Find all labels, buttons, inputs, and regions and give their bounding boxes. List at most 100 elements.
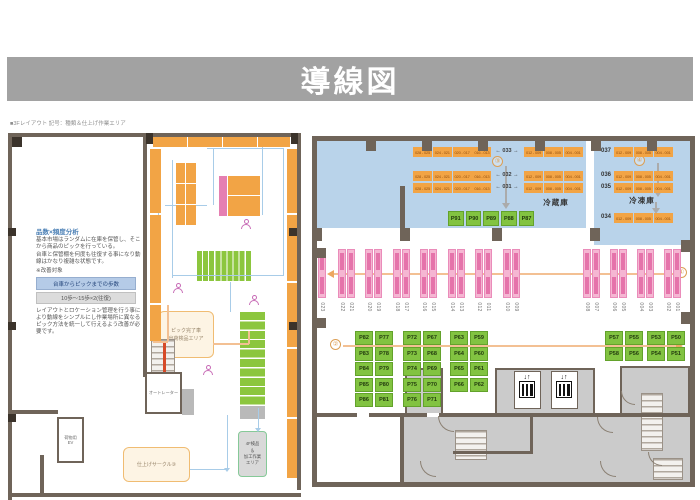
cargo-elevator-room: 荷物用 EV: [57, 417, 84, 463]
pallet-cell: P56: [625, 346, 643, 361]
storage-bar-segment: 004 - 001: [653, 213, 673, 223]
storage-bar-segment: 008 - 005: [633, 183, 653, 193]
rack-number: 010: [504, 302, 510, 312]
rack-number: 004: [638, 302, 644, 312]
rack-number: 016: [421, 302, 427, 312]
aisle-label: ← 031 →: [495, 184, 519, 190]
pallet-cell: P69: [423, 362, 441, 377]
rack-grid-line: [228, 195, 260, 196]
storage-bar-segment: 024 - 021: [432, 183, 452, 193]
perimeter-rack-orange: [258, 134, 290, 147]
wall-column: [400, 228, 410, 241]
autorator-room: オートレーター: [145, 372, 182, 414]
wall-column: [590, 228, 600, 241]
storage-bar-segment: 016 - 013: [472, 171, 492, 181]
route-marker-3: ③: [492, 156, 503, 167]
storage-bar-segment: 012 - 009: [614, 213, 633, 223]
rack-number: 021: [348, 302, 354, 312]
pallet-cell: P90: [465, 211, 482, 226]
pick-route-arrowhead: [676, 342, 683, 350]
freezer-flow-arrowhead-1: [654, 191, 662, 197]
storage-bar-segment: 012 - 009: [614, 171, 633, 181]
stairwell-right: [641, 393, 663, 451]
flow-line-orange: [153, 341, 168, 343]
wall-column: [478, 141, 488, 151]
rack-number: 017: [403, 302, 409, 312]
wall-column: [681, 240, 690, 252]
pallet-cell: P91: [448, 211, 464, 226]
worker-icon: [202, 365, 214, 377]
rack-number: 022: [339, 302, 345, 312]
flow-blue-arrowhead: [255, 428, 261, 432]
freezer-row-number: 037: [600, 148, 611, 154]
flow-red-arrow: [163, 342, 166, 378]
flow-line-blue: [172, 275, 284, 276]
wall-segment: [312, 136, 317, 487]
rack-number: 014: [449, 302, 455, 312]
rack-number: 005: [620, 302, 626, 312]
pallet-cell: P75: [403, 377, 421, 392]
pallet-cell: P63: [450, 331, 468, 345]
wall-column: [317, 248, 326, 258]
pallet-cell: P53: [647, 331, 665, 345]
elevator-block: [495, 368, 595, 415]
pallet-cell: P65: [450, 362, 468, 377]
wall-column: [647, 141, 657, 151]
steps-label-box: 台車からピックまでの歩数: [36, 277, 136, 290]
storage-bar-segment: 004 - 001: [563, 183, 583, 193]
route-marker-2: ②: [330, 339, 341, 350]
wall-segment: [453, 451, 533, 454]
pallet-cell: P87: [518, 211, 535, 226]
pallet-cell: P70: [423, 377, 441, 392]
storage-bar-segment: 024 - 021: [432, 171, 452, 181]
rack-number: 002: [665, 302, 671, 312]
rack-route-arrowhead: [327, 270, 334, 278]
wall-segment: [312, 482, 695, 487]
pallet-cell: P88: [501, 211, 517, 226]
perimeter-rack-orange: [287, 419, 297, 478]
flow-line-blue: [258, 408, 259, 430]
pallet-cell: P85: [355, 377, 373, 392]
storage-bar-segment: 008 - 005: [633, 213, 653, 223]
flow-line-blue: [213, 148, 214, 205]
door-gap: [427, 413, 439, 417]
pallet-cell: P71: [423, 393, 441, 408]
storage-rack: [402, 249, 410, 298]
pallet-cell: P81: [375, 393, 393, 408]
freezer-row-number: 036: [600, 172, 611, 178]
pallet-cell: P57: [605, 331, 623, 345]
storage-rack: [393, 249, 401, 298]
pallet-cell: P61: [470, 362, 488, 377]
pick-route-line: [343, 345, 677, 347]
pallet-cell: P84: [355, 362, 373, 377]
rack-grid-line: [185, 163, 186, 225]
storage-bar-segment: 008 - 005: [543, 183, 563, 193]
green-rack-center: [197, 251, 252, 281]
storage-bar-segment: 008 - 005: [543, 147, 563, 157]
wall-segment: [8, 493, 301, 497]
rack-number: 023: [319, 302, 325, 312]
flow-line-blue: [283, 148, 284, 276]
freezer-row-number: 035: [600, 184, 611, 190]
pallet-cell: P77: [375, 331, 393, 345]
inspection-area-box: 4F検品 ＆ 加工作業 エリア: [238, 431, 267, 477]
flow-line-blue: [262, 145, 263, 215]
analysis-body-1: 基本市場はランダムに在庫を保管し、そこから商品のピックを行っている。: [36, 237, 141, 251]
storage-bar-segment: 020 - 017: [452, 147, 472, 157]
elevator-icon: ↓↑: [517, 374, 537, 404]
pallet-cell: P62: [470, 377, 488, 392]
perimeter-rack-orange: [287, 283, 297, 347]
freezer-flow-arrow-2: [655, 202, 657, 209]
rack-number: 013: [458, 302, 464, 312]
rack-number: 008: [584, 302, 590, 312]
rack-number: 015: [430, 302, 436, 312]
pink-rack-strip: [219, 176, 227, 216]
wall-column: [317, 318, 326, 328]
flow-line-blue: [172, 160, 173, 278]
storage-bar-segment: 004 - 001: [563, 147, 583, 157]
storage-rack: [448, 249, 456, 298]
storage-bar-segment: 016 - 013: [472, 147, 492, 157]
storage-rack: [457, 249, 465, 298]
pallet-cell: P68: [423, 346, 441, 361]
